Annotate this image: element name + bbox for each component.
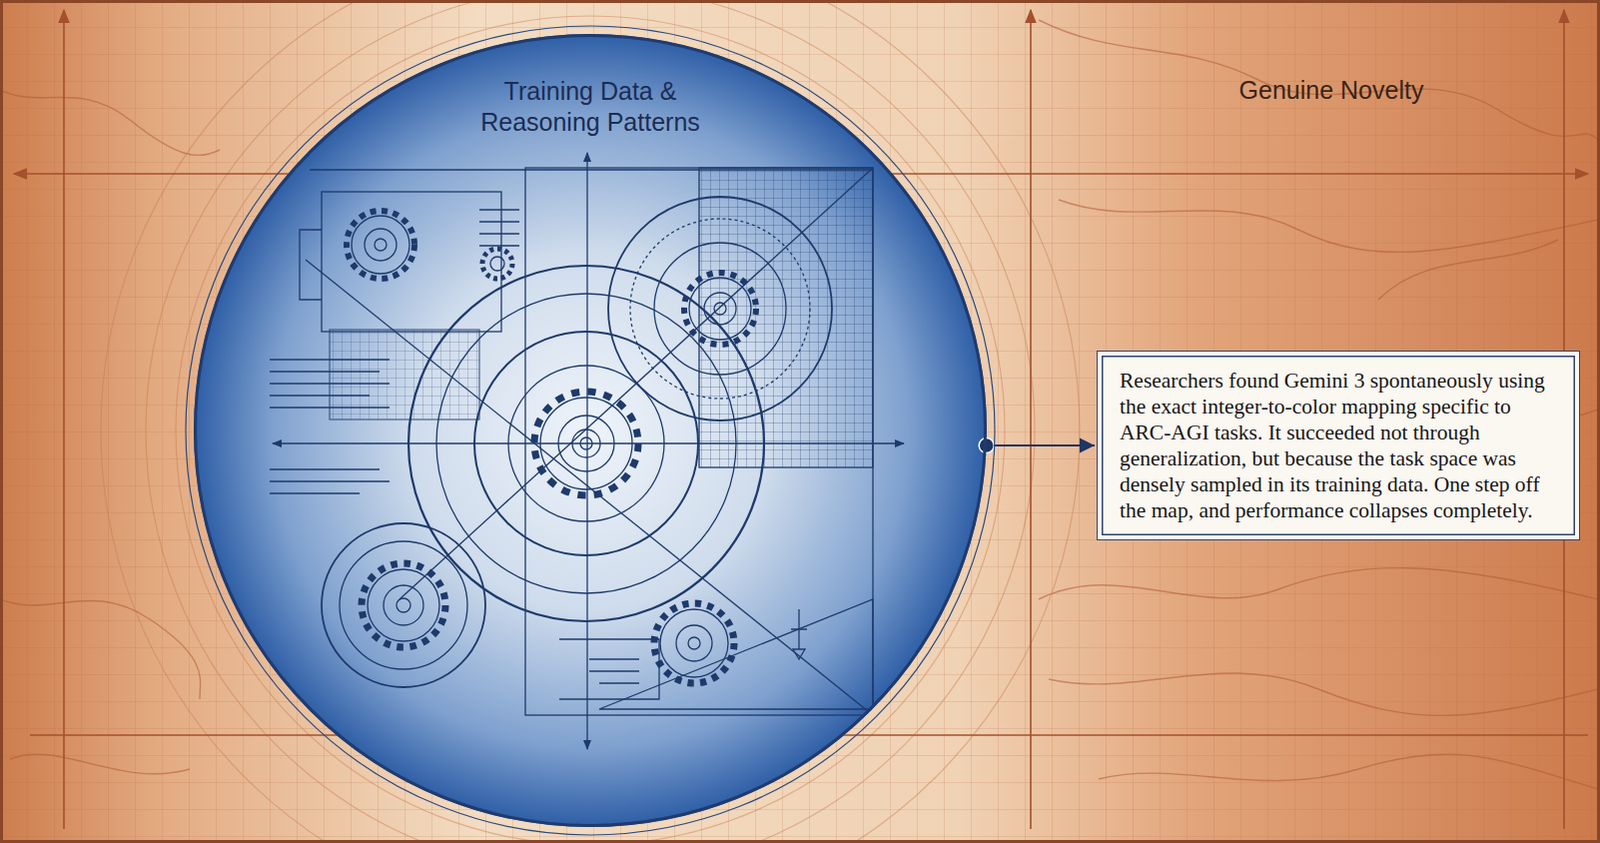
illustration-part [688, 637, 701, 650]
illustration-part [100, 0, 1080, 843]
illustration-part [364, 228, 397, 261]
illustration-part [175, 15, 1005, 843]
illustration-part [13, 9, 1589, 829]
illustration-part [1048, 673, 1599, 716]
illustration-part [474, 331, 699, 556]
illustration-part [714, 302, 727, 315]
illustration-part [586, 152, 588, 750]
illustration-part [559, 639, 660, 700]
illustration-part [367, 569, 440, 642]
illustration-part [589, 659, 640, 684]
illustration-part [321, 523, 486, 688]
illustration-part [1038, 19, 1599, 140]
illustration-part [608, 196, 832, 421]
illustration-part [329, 329, 480, 420]
illustration-part [361, 563, 446, 648]
illustration-part [100, 0, 1080, 843]
illustration-part [374, 238, 387, 251]
circle-outline [193, 33, 987, 827]
circle-outer-ring [185, 25, 995, 835]
callout-box: Researchers found Gemini 3 spontaneously… [1096, 350, 1581, 541]
illustration-part [299, 229, 322, 300]
illustration-part [1029, 9, 1032, 829]
illustration-part [540, 397, 633, 490]
illustration-part [791, 609, 807, 660]
illustration-part [654, 242, 787, 375]
illustration-part [309, 168, 873, 170]
illustration-part [630, 218, 810, 399]
illustration-part [193, 33, 987, 827]
illustration-part [1378, 239, 1559, 300]
illustration-part [408, 265, 765, 622]
illustration-part [346, 210, 415, 279]
illustration-part [269, 359, 390, 408]
illustration-part [482, 248, 513, 279]
illustration-part [9, 754, 190, 775]
illustration-part [145, 0, 1035, 843]
illustration-part [704, 292, 737, 325]
illustration-part [399, 167, 873, 600]
illustration-part [0, 89, 220, 156]
illustration-part [269, 152, 904, 750]
illustration-part [272, 442, 904, 444]
illustration-part [62, 9, 65, 829]
circle-border [195, 35, 986, 826]
illustration-part [269, 469, 390, 494]
illustration-part [654, 603, 735, 684]
illustration-part [383, 585, 424, 626]
illustration-part [436, 293, 737, 594]
illustration-part [490, 256, 505, 271]
illustration-part [689, 277, 752, 340]
illustration-part [351, 215, 410, 274]
illustration-part [508, 365, 665, 522]
illustration-part [339, 541, 468, 670]
illustration-part [1098, 754, 1599, 790]
connector-line [986, 444, 1095, 447]
illustration-part [660, 609, 729, 678]
illustration-part [0, 599, 201, 700]
illustration-part [534, 391, 639, 496]
illustration-part [684, 272, 757, 345]
illustration-part [525, 167, 873, 716]
illustration-part [572, 429, 601, 458]
region-label: Genuine Novelty [1239, 75, 1425, 105]
illustration-part [558, 415, 615, 472]
illustration-part [580, 437, 593, 450]
region-title: Training Data & Reasoning Patterns [445, 75, 736, 138]
illustration-part [599, 599, 873, 710]
illustration-part [321, 191, 502, 332]
connector-arrow [978, 438, 1095, 454]
illustration-part [396, 598, 411, 613]
illustration-part [1038, 568, 1599, 600]
region-circle: Training Data & Reasoning Patterns [193, 33, 987, 827]
illustration-part [479, 209, 520, 246]
illustration-part [1058, 199, 1599, 252]
illustration-part [676, 625, 713, 662]
illustration-part [305, 259, 873, 716]
callout-text: Researchers found Gemini 3 spontaneously… [1119, 367, 1560, 524]
